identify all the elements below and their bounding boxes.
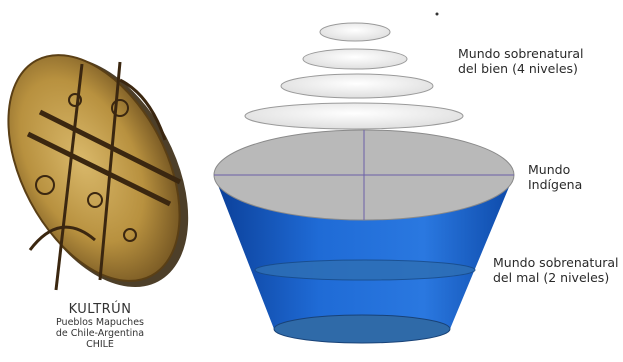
label-lower-line-2: del mal (2 niveles) [493,270,619,285]
upper-level-1 [320,23,390,41]
middle-world-disc [214,130,514,220]
label-middle-line-2: Indígena [528,177,582,192]
upper-level-3 [281,74,433,98]
kultrun-title: KULTRÚN [40,302,160,317]
label-upper-line-1: Mundo sobrenatural [458,46,584,61]
kultrun-subtitle-1: Pueblos Mapuches [40,317,160,328]
upper-level-4 [245,103,463,129]
upper-world-discs [245,23,463,129]
label-middle-line-1: Mundo [528,162,582,177]
kultrun-drum [0,26,224,316]
lower-level-2 [274,315,450,343]
kultrun-subtitle-2: de Chile-Argentina [40,328,160,339]
label-upper-world: Mundo sobrenatural del bien (4 niveles) [458,46,584,76]
label-lower-line-1: Mundo sobrenatural [493,255,619,270]
upper-level-2 [303,49,407,69]
label-middle-world: Mundo Indígena [528,162,582,192]
label-lower-world: Mundo sobrenatural del mal (2 niveles) [493,255,619,285]
label-upper-line-2: del bien (4 niveles) [458,61,584,76]
kultrun-subtitle-3: CHILE [40,339,160,350]
lower-level-1 [255,260,475,280]
kultrun-caption: KULTRÚN Pueblos Mapuches de Chile-Argent… [40,302,160,350]
